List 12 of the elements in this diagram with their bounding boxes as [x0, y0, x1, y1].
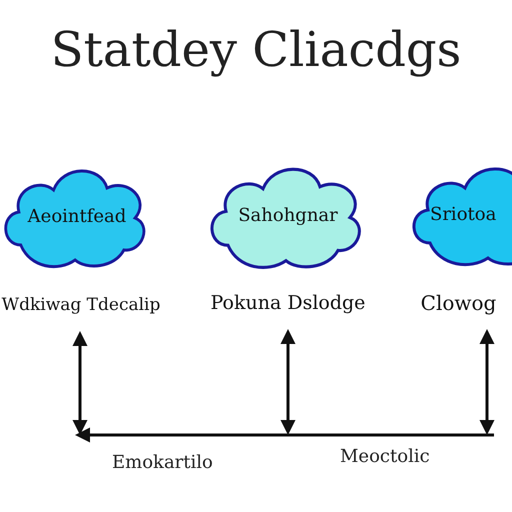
node-label: Pokuna Dslodge — [210, 292, 366, 314]
note-label: Meoctolic — [340, 446, 430, 467]
arrow — [72, 331, 88, 435]
arrow — [280, 329, 296, 435]
node-label: Clowog — [420, 291, 496, 315]
node-label: Sahohgnar — [238, 205, 338, 226]
title: Statdey Cliacdgs — [50, 22, 462, 78]
node-label: Wdkiwag Tdecalip — [2, 295, 160, 315]
node-label: Aeointfead — [28, 206, 126, 226]
node-label: Sriotoa — [430, 204, 496, 224]
arrow — [480, 329, 494, 435]
note-label: Emokartilo — [112, 452, 213, 473]
